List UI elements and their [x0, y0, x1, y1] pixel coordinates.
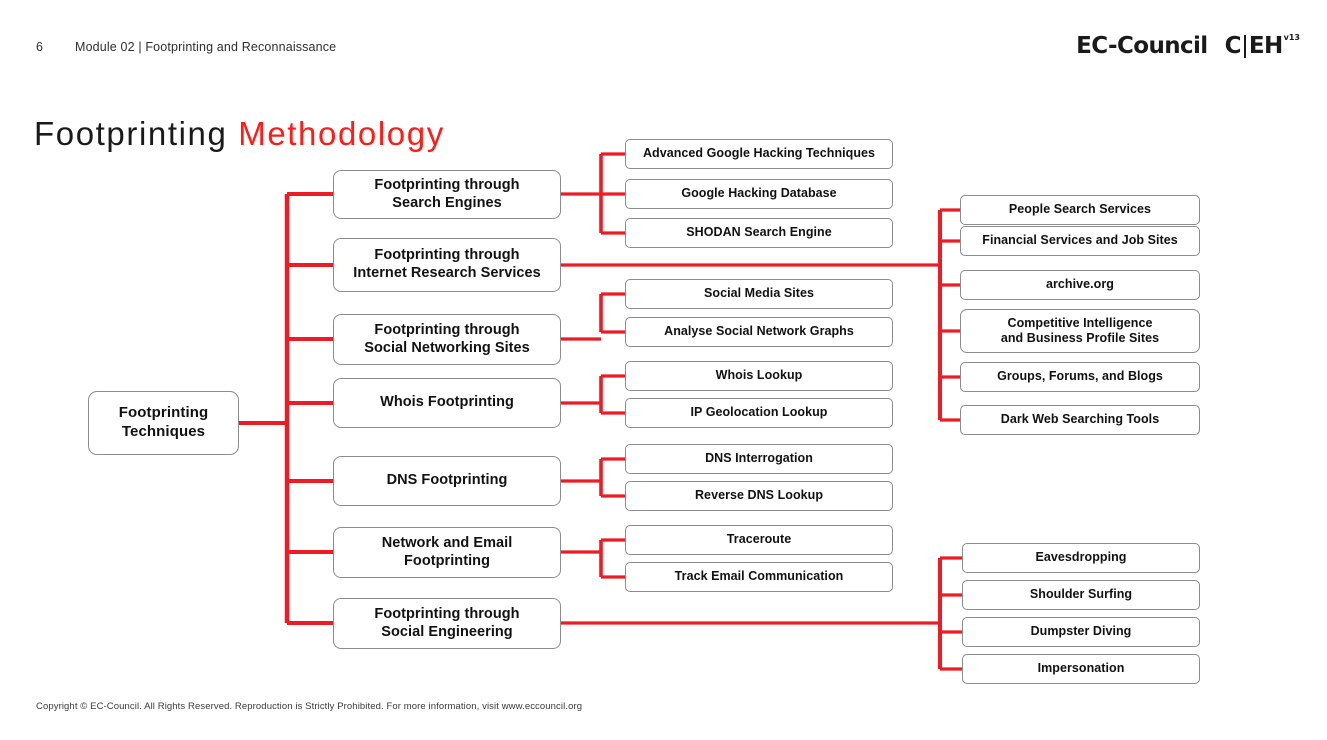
node-label: Whois Lookup: [715, 368, 803, 383]
node-label: archive.org: [1046, 277, 1114, 292]
node-label: Track Email Communication: [674, 569, 844, 584]
node-label: People Search Services: [1008, 202, 1152, 217]
node-social-engineering-line-1: Footprinting through: [374, 605, 520, 622]
ceh-eh-letters: EH: [1248, 33, 1283, 59]
page-title: Footprinting Methodology: [34, 115, 445, 153]
node-internet-research-line-1: Footprinting through: [374, 247, 520, 264]
node-groups-forums-and-blogs[interactable]: Groups, Forums, and Blogs: [960, 362, 1200, 392]
node-internet-research-line-2: Internet Research Services: [353, 265, 541, 281]
node-label: Dark Web Searching Tools: [1000, 412, 1160, 427]
node-people-search-services[interactable]: People Search Services: [960, 195, 1200, 225]
node-shoulder-surfing[interactable]: Shoulder Surfing: [962, 580, 1200, 610]
node-label-line-2: and Business Profile Sites: [1000, 331, 1160, 345]
node-label: Reverse DNS Lookup: [694, 488, 824, 503]
node-search-engines-line-1: Footprinting through: [374, 176, 520, 193]
ceh-c-letter: C: [1224, 33, 1242, 59]
node-label: Google Hacking Database: [681, 186, 837, 201]
node-whois-label: Whois Footprinting: [380, 394, 514, 411]
node-label: SHODAN Search Engine: [686, 225, 832, 240]
page-title-part-1: Footprinting: [34, 115, 239, 153]
node-network-email-line-2: Footprinting: [404, 552, 490, 569]
ec-council-logo: EC-Council: [1076, 33, 1208, 59]
module-breadcrumb: Module 02 | Footprinting and Reconnaissa…: [75, 40, 337, 54]
node-whois-footprinting[interactable]: Whois Footprinting: [333, 378, 561, 428]
node-social-engineering-line-2: Social Engineering: [381, 623, 513, 640]
node-competitive-intelligence-and-business-profile-sites[interactable]: Competitive Intelligence and Business Pr…: [960, 309, 1200, 353]
node-analyse-social-network-graphs[interactable]: Analyse Social Network Graphs: [625, 317, 893, 347]
node-impersonation[interactable]: Impersonation: [962, 654, 1200, 684]
node-label: Groups, Forums, and Blogs: [997, 369, 1163, 384]
page-title-part-2: Methodology: [238, 115, 445, 153]
page-number: 6: [36, 40, 44, 54]
node-label: Social Media Sites: [704, 286, 814, 301]
brand-logos: EC-Council C EH v13: [1076, 33, 1300, 59]
node-search-engines-line-2: Search Engines: [392, 194, 502, 211]
node-label: Dumpster Diving: [1030, 624, 1132, 639]
node-label: IP Geolocation Lookup: [690, 405, 828, 420]
node-label-line-1: Competitive Intelligence: [1007, 315, 1153, 330]
node-google-hacking-database[interactable]: Google Hacking Database: [625, 179, 893, 209]
node-footprinting-through-social-networking-sites[interactable]: Footprinting through Social Networking S…: [333, 314, 561, 365]
node-social-networking-line-1: Footprinting through: [374, 321, 520, 338]
node-shodan-search-engine[interactable]: SHODAN Search Engine: [625, 218, 893, 248]
slide-header: 6 Module 02 | Footprinting and Reconnais…: [0, 0, 1327, 80]
node-dumpster-diving[interactable]: Dumpster Diving: [962, 617, 1200, 647]
node-whois-lookup[interactable]: Whois Lookup: [625, 361, 893, 391]
node-dns-interrogation[interactable]: DNS Interrogation: [625, 444, 893, 474]
node-traceroute[interactable]: Traceroute: [625, 525, 893, 555]
node-dark-web-searching-tools[interactable]: Dark Web Searching Tools: [960, 405, 1200, 435]
ceh-logo: C EH v13: [1224, 33, 1300, 59]
node-archive-org[interactable]: archive.org: [960, 270, 1200, 300]
node-label: Financial Services and Job Sites: [982, 233, 1178, 248]
node-advanced-google-hacking-techniques[interactable]: Advanced Google Hacking Techniques: [625, 139, 893, 169]
node-dns-footprinting[interactable]: DNS Footprinting: [333, 456, 561, 506]
node-social-networking-line-2: Social Networking Sites: [364, 339, 530, 356]
node-eavesdropping[interactable]: Eavesdropping: [962, 543, 1200, 573]
node-root-line-2: Techniques: [121, 423, 206, 440]
node-financial-services-and-job-sites[interactable]: Financial Services and Job Sites: [960, 226, 1200, 256]
node-social-media-sites[interactable]: Social Media Sites: [625, 279, 893, 309]
node-footprinting-through-internet-research-services[interactable]: Footprinting through Internet Research S…: [333, 238, 561, 292]
node-root-line-1: Footprinting: [118, 404, 209, 422]
node-network-and-email-footprinting[interactable]: Network and Email Footprinting: [333, 527, 561, 578]
node-dns-label: DNS Footprinting: [386, 472, 508, 489]
ceh-version-superscript: v13: [1283, 33, 1300, 42]
copyright-footer: Copyright © EC-Council. All Rights Reser…: [36, 701, 583, 712]
node-root-footprinting-techniques[interactable]: Footprinting Techniques: [88, 391, 239, 455]
node-ip-geolocation-lookup[interactable]: IP Geolocation Lookup: [625, 398, 893, 428]
node-label: Shoulder Surfing: [1029, 587, 1133, 602]
node-reverse-dns-lookup[interactable]: Reverse DNS Lookup: [625, 481, 893, 511]
node-footprinting-through-search-engines[interactable]: Footprinting through Search Engines: [333, 170, 561, 219]
node-label: DNS Interrogation: [705, 451, 813, 466]
node-label: Advanced Google Hacking Techniques: [642, 146, 876, 161]
node-footprinting-through-social-engineering[interactable]: Footprinting through Social Engineering: [333, 598, 561, 649]
node-track-email-communication[interactable]: Track Email Communication: [625, 562, 893, 592]
node-label: Impersonation: [1037, 661, 1125, 676]
node-label: Traceroute: [726, 532, 792, 547]
ceh-divider-bar: [1243, 35, 1246, 58]
node-label: Eavesdropping: [1035, 550, 1127, 565]
node-network-email-line-1: Network and Email: [381, 534, 513, 551]
node-label: Analyse Social Network Graphs: [664, 324, 854, 339]
